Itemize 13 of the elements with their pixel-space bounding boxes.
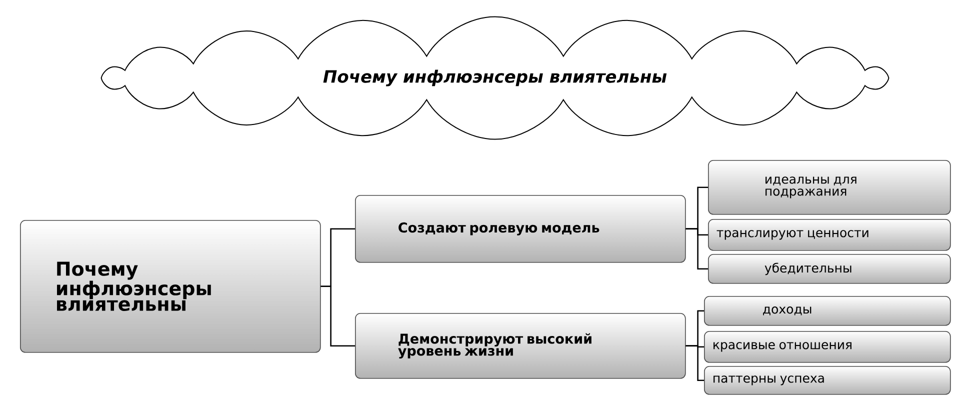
leaf-box: красивые отношения [704,331,951,363]
title-cloud: Почему инфлюэнсеры влиятельны [100,16,890,140]
leaf-box: убедительны [708,254,951,284]
leaf-box: доходы [704,296,951,326]
leaf-box: транслируют ценности [708,219,951,251]
connector [686,345,704,382]
leaf-box: идеальны для подражания [708,160,951,215]
leaf-box: паттерны успеха [704,366,951,395]
branch-box: Создают ролевую модель [355,195,686,263]
connector [320,286,355,347]
connector [686,228,708,270]
branch-box: Демонстрируют высокий уровень жизни [355,313,686,379]
topic-box: Почему инфлюэнсеры влиятельны [20,220,321,353]
